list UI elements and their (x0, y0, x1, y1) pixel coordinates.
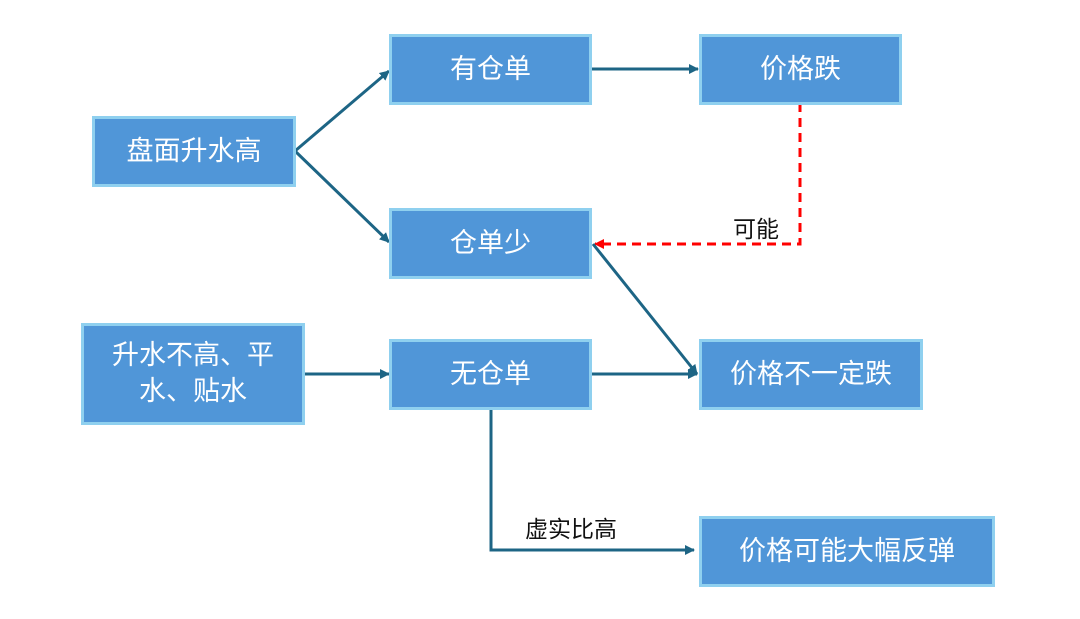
node-panmian-shengshui-gao: 盘面升水高 (92, 116, 296, 187)
dashed-arrow-jiagedie-to-cangdanshao (594, 103, 802, 249)
node-label-line2: 水、贴水 (139, 376, 247, 407)
node-cangdan-shao: 仓单少 (389, 208, 592, 279)
edge-label-xushi-bi-gao: 虚实比高 (525, 517, 617, 543)
arrow-cangdanshao-to-buyidingdie (591, 243, 699, 375)
node-jiage-die: 价格跌 (699, 34, 902, 105)
node-wu-cangdan: 无仓单 (389, 339, 592, 410)
arrow-panmian-to-youcangdan (294, 69, 390, 153)
node-label: 价格不一定跌 (730, 358, 892, 390)
edge-label-possible: 可能 (733, 217, 779, 243)
node-label-line1: 升水不高、平 (112, 340, 274, 371)
node-jiage-dafu-fantan: 价格可能大幅反弹 (699, 516, 995, 587)
node-shengshui-bugao: 升水不高、平 水、贴水 (81, 323, 305, 425)
node-label: 有仓单 (450, 53, 531, 85)
arrow-panmian-to-cangdanshao (293, 149, 391, 244)
arrow-wucangdan-to-dafufantan (489, 409, 695, 555)
node-you-cangdan: 有仓单 (389, 34, 592, 105)
node-label: 无仓单 (450, 358, 531, 390)
node-label: 仓单少 (450, 227, 531, 259)
node-jiage-buyiding-die: 价格不一定跌 (699, 339, 923, 410)
node-label: 价格可能大幅反弹 (739, 535, 955, 567)
node-label: 价格跌 (760, 53, 841, 85)
node-label: 盘面升水高 (126, 135, 262, 167)
